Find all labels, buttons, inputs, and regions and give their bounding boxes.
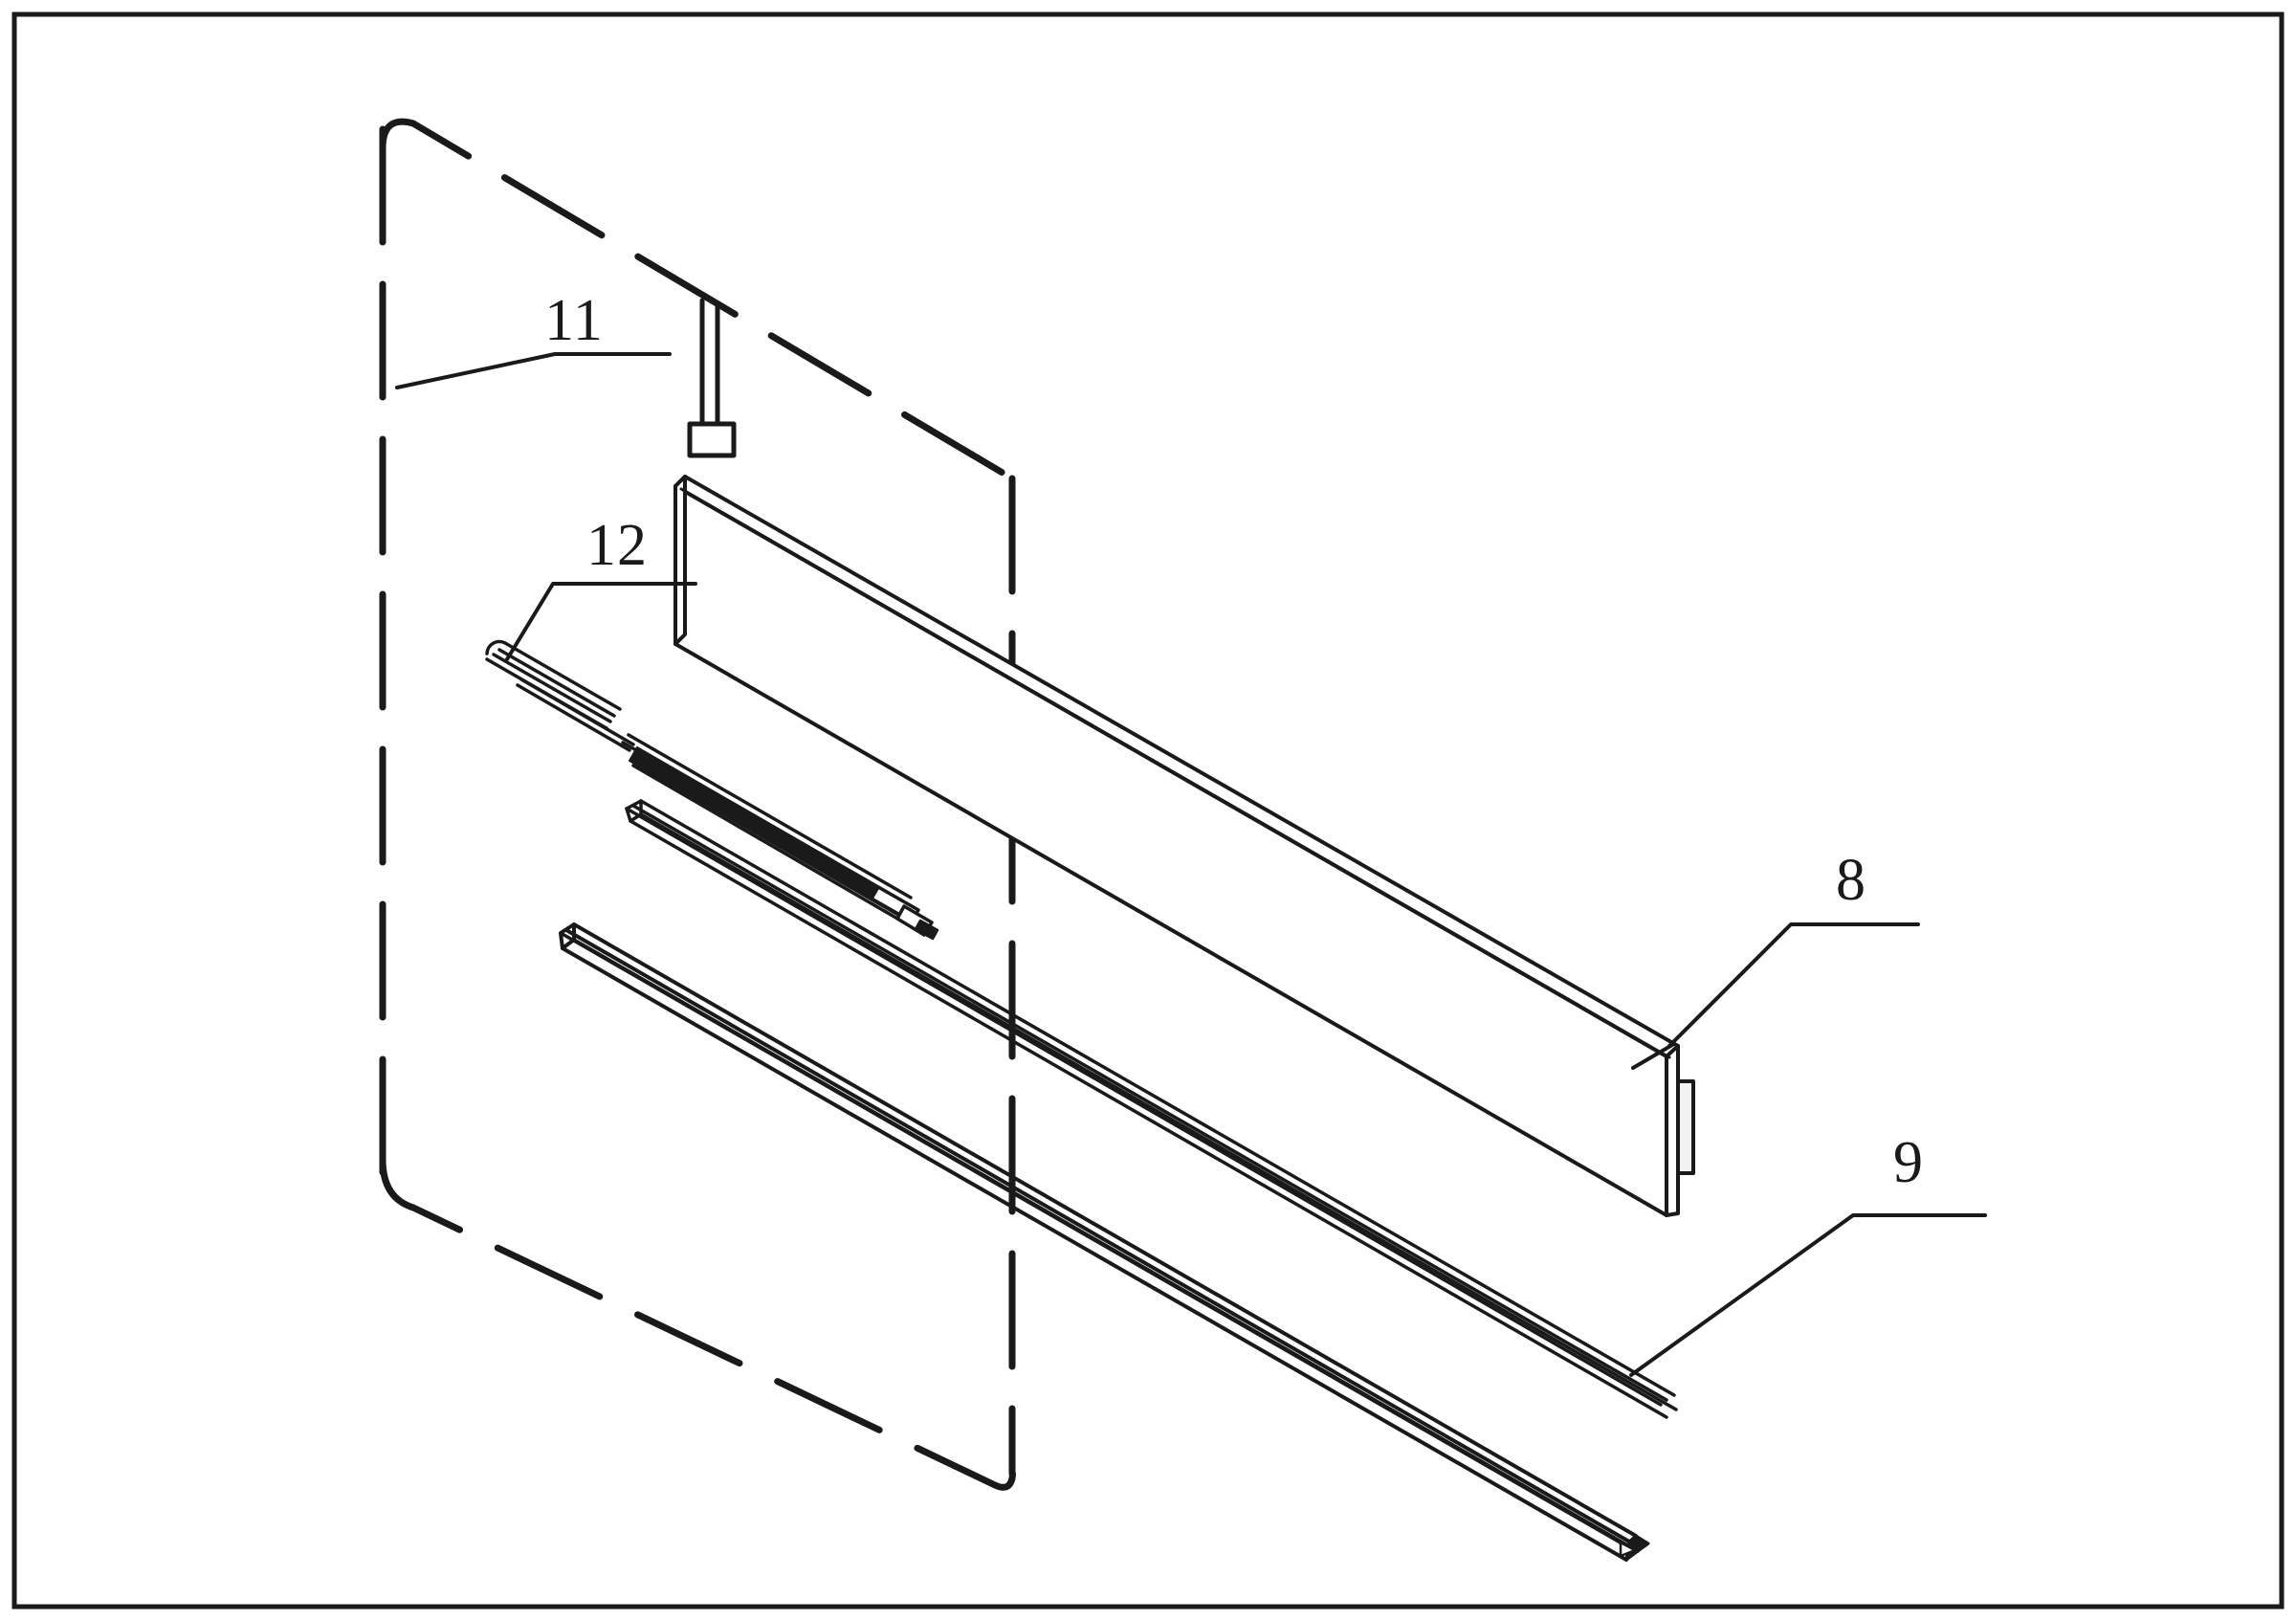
dashed-boundary-bottom-edge — [379, 1156, 1017, 1491]
large-panel-end-flange — [1676, 1079, 1695, 1175]
slim-tube-companion-bottom — [516, 683, 631, 752]
slim-tube-outer-top — [503, 641, 622, 711]
middle-rail-assembly — [621, 733, 939, 941]
bottom-rail-right-cap — [1624, 1534, 1650, 1562]
bottom-rail-edge-top-1 — [572, 922, 1638, 1538]
slim-tube-inner-line-1 — [497, 648, 616, 718]
callout-label-9: 9 — [1893, 1130, 1924, 1195]
dashed-boundary-top-edge — [379, 118, 1016, 482]
large-panel-top-highlight — [679, 487, 1671, 1059]
middle-rail-under-line — [631, 764, 913, 928]
large-panel-bottom-edge — [674, 643, 1667, 1216]
dashed-boundary — [379, 118, 1017, 1491]
hanger-rod-block — [687, 421, 737, 458]
callout-label-11: 11 — [544, 288, 604, 353]
lower-middle-rail-edge-4 — [625, 807, 1663, 1407]
bottom-rail-groove-2 — [559, 931, 1625, 1546]
bottom-rail-edge-top-2 — [564, 928, 1631, 1543]
bottom-rail-right-notch — [1619, 1541, 1637, 1558]
slim-tube-rod — [485, 639, 635, 752]
lower-middle-rail-edge-3 — [639, 812, 1678, 1411]
lower-middle-rail — [625, 799, 1678, 1419]
lower-middle-rail-edge-5 — [629, 819, 1668, 1419]
callout-leader-12 — [505, 582, 697, 661]
figure-border — [11, 11, 2285, 1610]
large-panel-corner-tick — [1631, 1043, 1674, 1070]
lower-middle-rail-edge-1 — [639, 799, 1676, 1397]
slim-tube-inner-line-2 — [492, 653, 612, 723]
callout-label-12: 12 — [586, 513, 648, 578]
slim-tube-cap — [485, 639, 507, 655]
bottom-rail-edge-bottom — [561, 946, 1628, 1562]
large-panel-top-face — [673, 475, 1680, 1058]
large-panel — [673, 475, 1695, 1217]
callout-leader-8 — [1667, 922, 1920, 1048]
callout-leaders — [395, 352, 1987, 1377]
slim-tube-companion-top — [519, 677, 635, 746]
middle-rail-top-edge-a — [627, 733, 913, 899]
lower-middle-rail-edge-2 — [631, 804, 1668, 1402]
hanger-rod — [687, 298, 737, 458]
bottom-rail — [559, 922, 1650, 1562]
callout-label-8: 8 — [1836, 848, 1866, 913]
middle-rail-end-fitting — [870, 885, 939, 941]
large-panel-left-end — [673, 475, 687, 646]
callout-leader-9 — [1629, 1213, 1987, 1377]
callout-leader-11 — [395, 352, 672, 389]
